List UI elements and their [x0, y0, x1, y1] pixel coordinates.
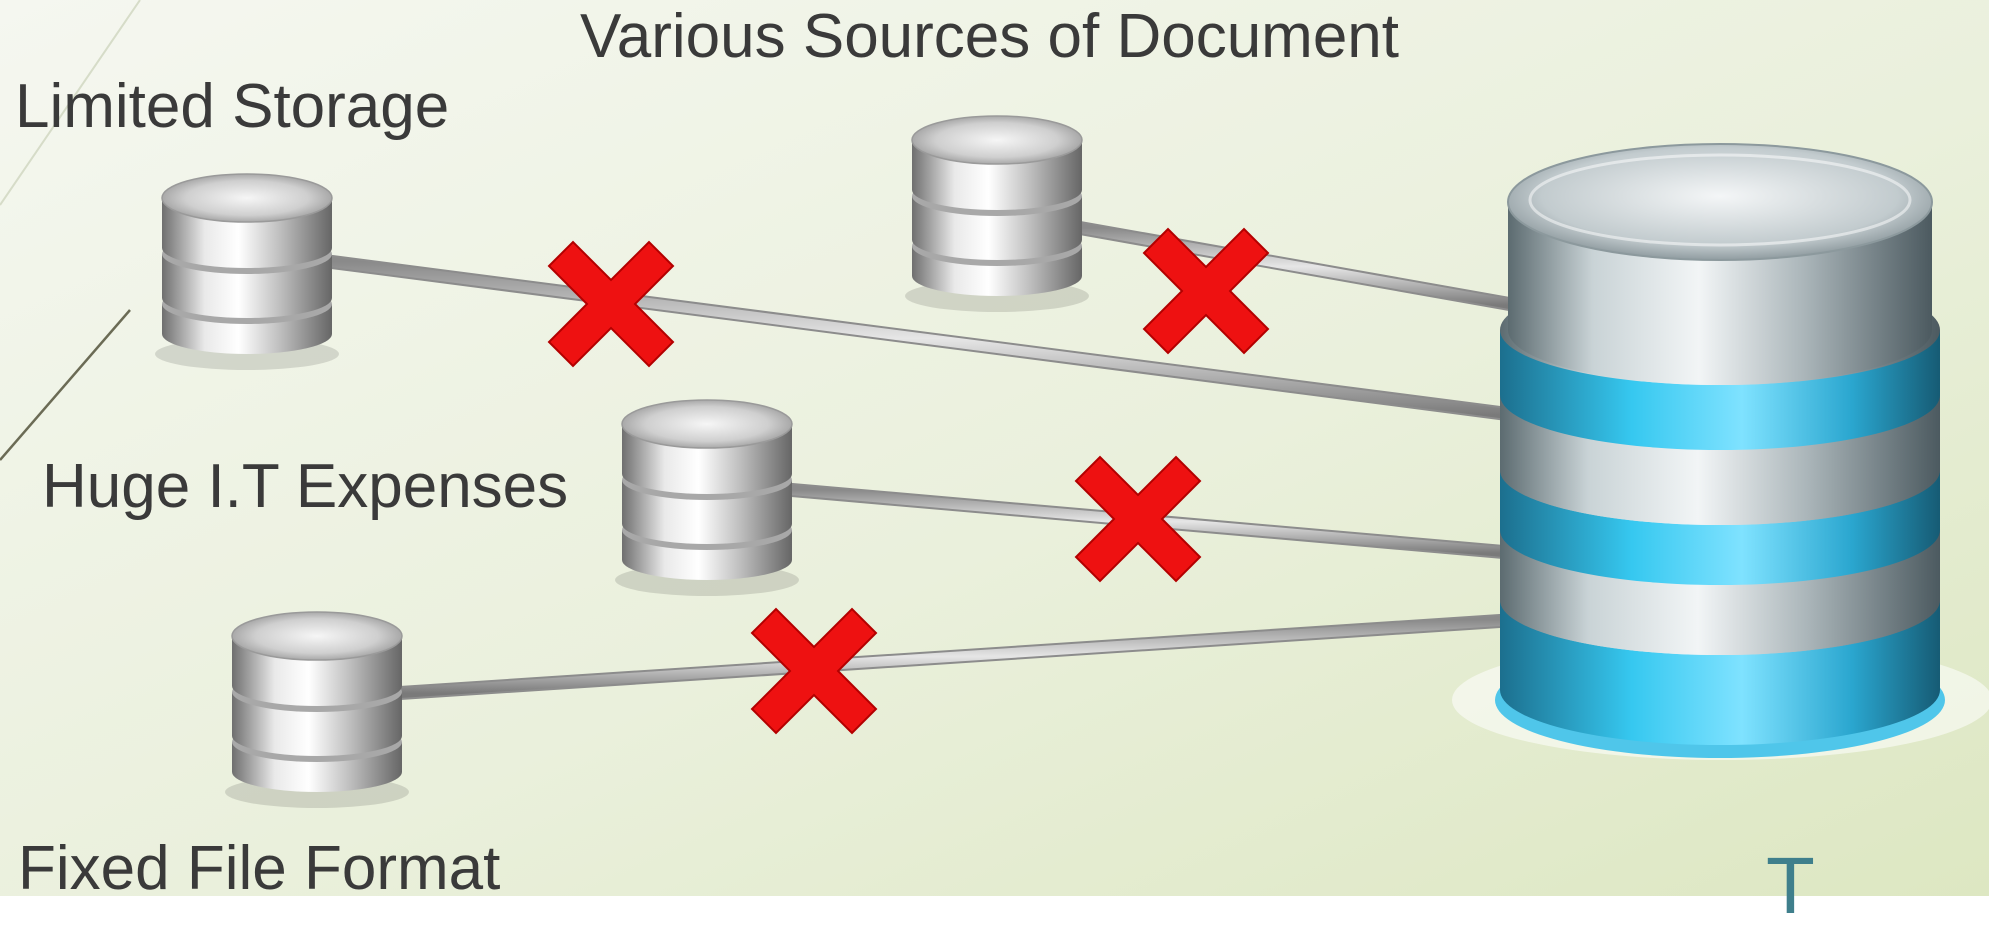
database-icon-fixed-file-format	[224, 611, 410, 809]
database-icon-huge-it-expenses	[614, 399, 800, 597]
diagram-title: Various Sources of Document	[580, 2, 1400, 71]
label-limited-storage: Limited Storage	[15, 72, 450, 141]
label-fixed-file-format: Fixed File Format	[18, 834, 501, 903]
central-database-icon	[1452, 143, 1989, 760]
partial-corner-text: T	[1766, 841, 1815, 930]
label-huge-it-expenses: Huge I.T Expenses	[42, 452, 569, 521]
decor-line-dark	[0, 309, 131, 461]
connections	[325, 221, 1522, 700]
decor-line-thin	[0, 0, 141, 206]
database-icon-limited-storage	[154, 173, 340, 371]
diagram-canvas	[0, 0, 1989, 896]
database-icon-various-sources	[904, 115, 1090, 313]
